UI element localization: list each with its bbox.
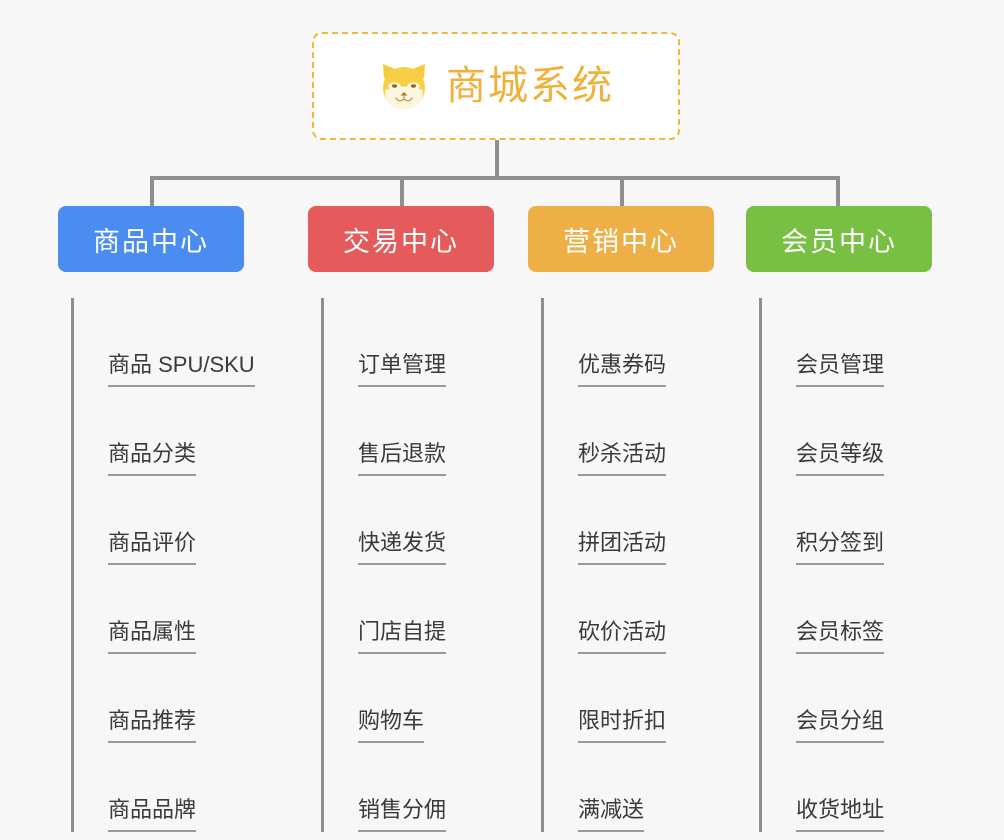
- category-column-1: 商品中心 商品 SPU/SKU 商品分类 商品评价 商品属性 商品推荐 商品品牌: [58, 206, 255, 832]
- leaf-label: 限时折扣: [578, 710, 667, 743]
- leaf-item[interactable]: 商品推荐: [74, 654, 244, 743]
- leaf-label: 商品品牌: [108, 799, 197, 832]
- connector-horizontal-bus: [150, 176, 840, 180]
- leaf-item[interactable]: 会员分组: [762, 654, 932, 743]
- leaf-label: 门店自提: [358, 621, 447, 654]
- leaf-label: 会员分组: [796, 710, 885, 743]
- category-header-1[interactable]: 商品中心: [58, 206, 244, 272]
- category-header-3[interactable]: 营销中心: [528, 206, 714, 272]
- category-column-3: 营销中心 优惠券码 秒杀活动 拼团活动 砍价活动 限时折扣 满减送: [528, 206, 714, 832]
- leaf-label: 优惠券码: [578, 354, 667, 387]
- leaf-label: 销售分佣: [358, 799, 447, 832]
- category-column-2: 交易中心 订单管理 售后退款 快递发货 门店自提 购物车 销售分佣: [308, 206, 494, 832]
- leaf-item[interactable]: 满减送: [544, 743, 714, 832]
- leaf-label: 订单管理: [358, 354, 447, 387]
- leaf-label: 商品推荐: [108, 710, 197, 743]
- leaf-list-2: 订单管理 售后退款 快递发货 门店自提 购物车 销售分佣: [321, 298, 494, 832]
- leaf-label: 商品属性: [108, 621, 197, 654]
- leaf-label: 会员管理: [796, 354, 885, 387]
- leaf-item[interactable]: 快递发货: [324, 476, 494, 565]
- leaf-item[interactable]: 限时折扣: [544, 654, 714, 743]
- leaf-item[interactable]: 售后退款: [324, 387, 494, 476]
- leaf-label: 售后退款: [358, 443, 447, 476]
- root-title: 商城系统: [446, 64, 614, 108]
- category-header-4[interactable]: 会员中心: [746, 206, 932, 272]
- shiba-dog-icon: [383, 64, 425, 109]
- leaf-label: 会员标签: [796, 621, 885, 654]
- connector-root-stem: [495, 140, 499, 178]
- leaf-item[interactable]: 会员标签: [762, 565, 932, 654]
- leaf-item[interactable]: 优惠券码: [544, 298, 714, 387]
- leaf-label: 积分签到: [796, 532, 885, 565]
- category-header-2[interactable]: 交易中心: [308, 206, 494, 272]
- leaf-item[interactable]: 砍价活动: [544, 565, 714, 654]
- leaf-label: 砍价活动: [578, 621, 667, 654]
- leaf-item[interactable]: 会员管理: [762, 298, 932, 387]
- category-header-4-label: 会员中心: [781, 226, 897, 257]
- connector-drop-2: [400, 176, 404, 208]
- leaf-label: 会员等级: [796, 443, 885, 476]
- leaf-label: 拼团活动: [578, 532, 667, 565]
- leaf-item[interactable]: 门店自提: [324, 565, 494, 654]
- leaf-list-1: 商品 SPU/SKU 商品分类 商品评价 商品属性 商品推荐 商品品牌: [71, 298, 255, 832]
- leaf-item[interactable]: 商品评价: [74, 476, 244, 565]
- leaf-label: 购物车: [358, 710, 425, 743]
- leaf-item[interactable]: 积分签到: [762, 476, 932, 565]
- connector-drop-1: [150, 176, 154, 208]
- category-column-4: 会员中心 会员管理 会员等级 积分签到 会员标签 会员分组 收货地址: [746, 206, 932, 832]
- leaf-list-4: 会员管理 会员等级 积分签到 会员标签 会员分组 收货地址: [759, 298, 932, 832]
- leaf-item[interactable]: 商品分类: [74, 387, 244, 476]
- leaf-item[interactable]: 销售分佣: [324, 743, 494, 832]
- leaf-list-3: 优惠券码 秒杀活动 拼团活动 砍价活动 限时折扣 满减送: [541, 298, 714, 832]
- leaf-label: 快递发货: [358, 532, 447, 565]
- leaf-label: 商品评价: [108, 532, 197, 565]
- category-header-3-label: 营销中心: [563, 226, 679, 257]
- root-node[interactable]: 商城系统: [312, 32, 680, 140]
- connector-drop-4: [836, 176, 840, 208]
- leaf-item[interactable]: 秒杀活动: [544, 387, 714, 476]
- leaf-item[interactable]: 商品 SPU/SKU: [74, 298, 255, 387]
- leaf-item[interactable]: 购物车: [324, 654, 494, 743]
- leaf-label: 秒杀活动: [578, 443, 667, 476]
- leaf-label: 商品分类: [108, 443, 197, 476]
- leaf-item[interactable]: 会员等级: [762, 387, 932, 476]
- leaf-label: 收货地址: [796, 799, 885, 832]
- leaf-item[interactable]: 商品品牌: [74, 743, 244, 832]
- category-header-2-label: 交易中心: [343, 226, 459, 257]
- connector-drop-3: [620, 176, 624, 208]
- leaf-item[interactable]: 商品属性: [74, 565, 244, 654]
- leaf-item[interactable]: 订单管理: [324, 298, 494, 387]
- category-header-1-label: 商品中心: [93, 226, 209, 257]
- leaf-item[interactable]: 拼团活动: [544, 476, 714, 565]
- leaf-label: 满减送: [578, 799, 645, 832]
- leaf-item[interactable]: 收货地址: [762, 743, 932, 832]
- leaf-label: 商品 SPU/SKU: [108, 354, 255, 387]
